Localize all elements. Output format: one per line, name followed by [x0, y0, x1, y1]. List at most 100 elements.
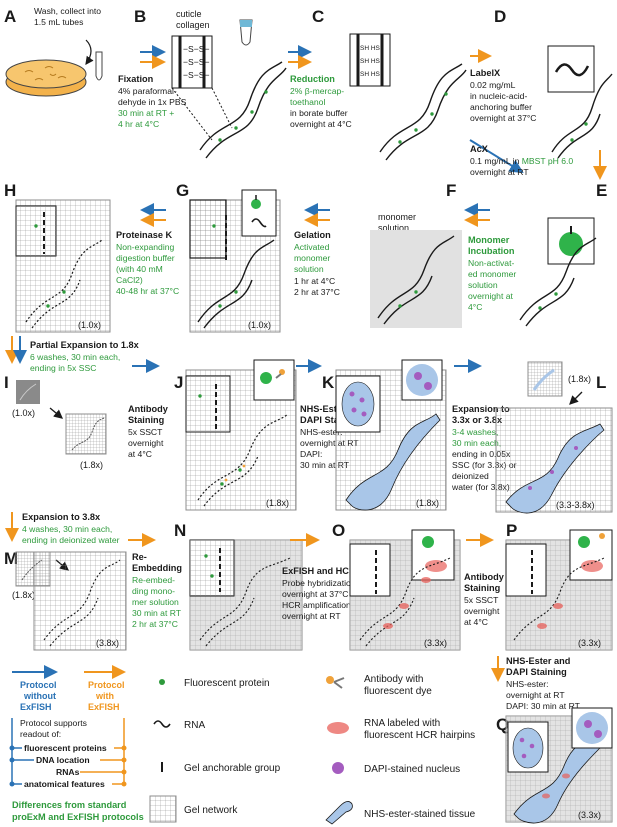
panel-letter: F: [446, 181, 456, 200]
fluorescent-protein-icon: [159, 679, 165, 685]
step-text: NHS-ester:: [506, 679, 549, 689]
step-text-green: 4 hr at 4°C: [118, 119, 159, 129]
panel-b: B cuticle collagen −S−S− −S−S− −S−S− Fix…: [118, 7, 287, 159]
panel-a-text-2: 1.5 mL tubes: [34, 17, 83, 27]
step-text-green: solution: [468, 280, 498, 290]
legend-item-fp: Fluorescent protein: [184, 678, 270, 689]
svg-text:−S−S−: −S−S−: [183, 57, 210, 67]
panel-letter: A: [4, 7, 16, 26]
step-title: Expansion to: [452, 404, 510, 414]
monomer-label: monomer: [378, 212, 416, 222]
worm: [551, 73, 613, 153]
scale-label: (1.8x): [568, 374, 591, 384]
step-text-green: monomer: [294, 253, 330, 263]
step-text: at 4°C: [128, 449, 152, 459]
readout-item: RNAs: [56, 767, 80, 777]
step-title: NHS-Ester and: [506, 656, 570, 666]
panel-letter: O: [332, 521, 345, 540]
panel-k: K NHS-Ester and DAPI Staining NHS-ester:…: [296, 359, 447, 511]
antibody-icon: [326, 676, 334, 684]
acx-step: AcX 0.1 mg/mL in MBST pH 6.0 overnight a…: [469, 139, 607, 180]
legend-supports: readout of:: [20, 729, 61, 739]
scale-label: (1.0x): [12, 408, 35, 418]
panel-f: F monomer solution Gelation Activated mo…: [294, 181, 462, 328]
panel-i: I (1.0x) (1.8x): [4, 373, 107, 470]
step-title: LabelX: [470, 68, 501, 78]
step-text: overnight at RT: [470, 167, 529, 177]
scale-label: (1.8x): [416, 498, 439, 508]
panel-letter: P: [506, 521, 517, 540]
legend-orange-label: ExFISH: [88, 702, 120, 712]
scale-label: (1.0x): [248, 320, 271, 330]
legend-blue-label: Protocol: [20, 680, 57, 690]
step-title: Antibody: [128, 404, 169, 414]
scale-label: (1.8x): [80, 460, 103, 470]
svg-text:SH HS: SH HS: [360, 71, 381, 78]
step-title: 3.3x or 3.8x: [452, 415, 503, 425]
step-text-green: Non-expanding: [116, 242, 175, 252]
step-title: Embedding: [132, 563, 182, 573]
step-text-green: 6 washes, 30 min each,: [30, 352, 120, 362]
step-text: at 4°C: [464, 617, 488, 627]
step-text: overnight at RT: [282, 611, 341, 621]
step-text-green: Re-embed-: [132, 575, 175, 585]
panel-letter: N: [174, 521, 186, 540]
step-text-green: 4°C: [468, 302, 482, 312]
rna-icon: [554, 63, 590, 77]
step-text-green: solution: [294, 264, 324, 274]
step-text-green: 30 min each,: [452, 438, 501, 448]
step-title: Re-: [132, 552, 147, 562]
panel-a-text-1: Wash, collect into: [34, 6, 101, 16]
scale-label: (3.8x): [96, 638, 119, 648]
readout-item: anatomical features: [24, 779, 105, 789]
step-text-green: toethanol: [290, 97, 325, 107]
step-text-green: overnight at: [468, 291, 514, 301]
panel-g: G (1.0x): [176, 181, 281, 333]
step-text-green: mer solution: [132, 597, 179, 607]
step-text: overnight at 37°C: [282, 589, 349, 599]
step-text-green: digestion buffer: [116, 253, 175, 263]
step-text: in nucleic-acid-: [470, 91, 527, 101]
svg-text:−S−S−: −S−S−: [183, 70, 210, 80]
step-title: ExFISH and HCR: [282, 566, 356, 576]
legend-item-gel: Gel network: [184, 805, 238, 816]
step-text: overnight at 37°C: [470, 113, 537, 123]
step-text: DAPI: 30 min at RT: [506, 701, 581, 711]
svg-text:−S−S−: −S−S−: [183, 44, 210, 54]
step-text-green: 2 hr at 37°C: [132, 619, 178, 629]
monomer-solution: [370, 230, 462, 328]
partial-expansion-step: Partial Expansion to 1.8x 6 washes, 30 m…: [5, 336, 140, 373]
scale-label: (1.8x): [266, 498, 289, 508]
legend-item-nhs: NHS-ester-stained tissue: [364, 809, 476, 820]
legend-item-dapi: DAPI-stained nucleus: [364, 764, 460, 775]
legend: Protocol without ExFISH Protocol with Ex…: [9, 665, 476, 825]
expansion-3-8-step: Expansion to 3.8x 4 washes, 30 min each,…: [5, 512, 120, 545]
step-text-green: Non-activat-: [468, 258, 514, 268]
worm: [519, 237, 597, 321]
step-text: anchoring buffer: [470, 102, 532, 112]
step-title: DAPI Staining: [300, 415, 361, 425]
step-title: Expansion to 3.8x: [22, 512, 101, 522]
panel-m: M (1.8x) (3.8x): [4, 549, 127, 651]
step-text: water (for 3.8x): [451, 482, 510, 492]
worm: [379, 63, 463, 153]
gel-network-icon: [149, 795, 177, 823]
hcr-icon: [327, 722, 349, 734]
panel-letter: J: [174, 373, 183, 392]
panel-c: C Reduction 2% β-mercap- toethanol in bo…: [288, 7, 467, 161]
step-text: in borate buffer: [290, 108, 348, 118]
worm: [199, 61, 283, 151]
monomer-label: solution: [378, 223, 409, 233]
step-title: NHS-Ester and: [300, 404, 364, 414]
panel-letter: B: [134, 7, 146, 26]
step-title: Fixation: [118, 74, 154, 84]
scale-label: (1.8x): [12, 590, 35, 600]
antibody-inset: [253, 359, 295, 401]
panel-o: O ExFISH and HCR Probe hybridization ove…: [282, 521, 461, 651]
step-text: Probe hybridization: [282, 578, 356, 588]
step-text: deionized: [452, 471, 489, 481]
step-text: overnight at RT: [506, 690, 565, 700]
panel-letter: C: [312, 7, 324, 26]
step-text: overnight at 4°C: [290, 119, 352, 129]
